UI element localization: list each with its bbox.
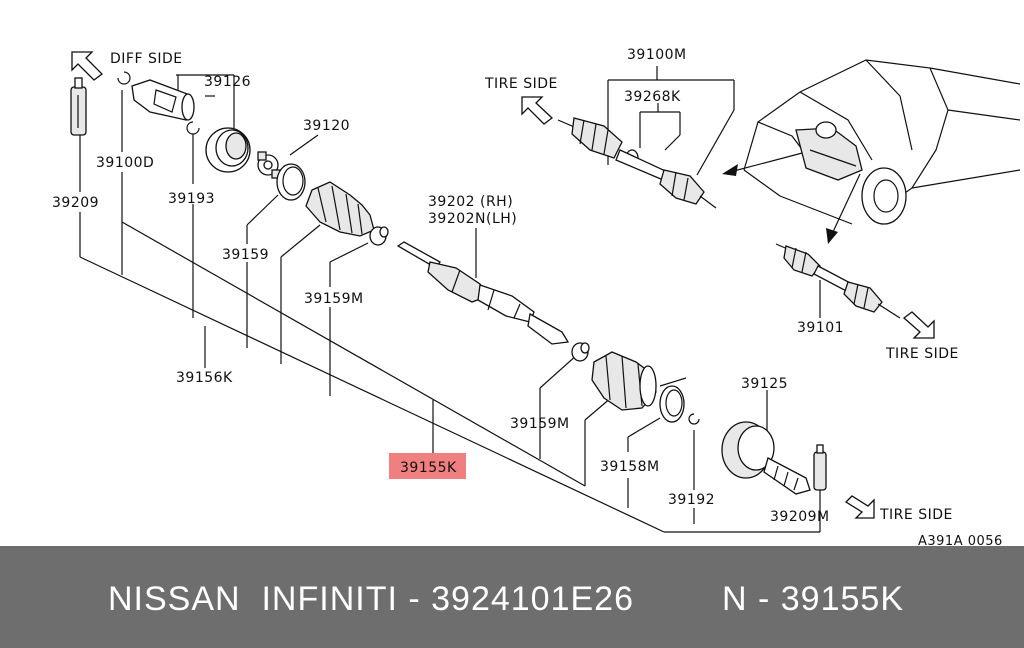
label-diff-side: DIFF SIDE	[110, 51, 183, 67]
parts-diagram: DIFF SIDE TIRE SIDE TIRE SIDE TIRE SIDE …	[52, 47, 1021, 546]
clamp-39159m-left	[369, 226, 389, 246]
drive-shaft-assembly-39101	[775, 243, 901, 319]
labels: DIFF SIDE TIRE SIDE TIRE SIDE TIRE SIDE …	[52, 47, 1003, 546]
label-39159: 39159	[222, 247, 269, 263]
bearing-ring	[205, 127, 251, 173]
label-39202n: 39202N(LH)	[428, 211, 517, 227]
drive-shaft-39202	[396, 241, 570, 345]
outer-joint-39125	[721, 421, 811, 495]
tire-side-right-arrow	[902, 311, 935, 339]
clamp-39159m-right	[571, 342, 590, 362]
label-39202: 39202 (RH)	[428, 194, 513, 210]
label-39101: 39101	[797, 320, 844, 336]
label-39209: 39209	[52, 195, 99, 211]
footer-banner: NISSAN INFINITI - 3924101E26 N - 39155K	[0, 546, 1024, 648]
label-39159m-left: 39159M	[304, 291, 364, 307]
label-39158m: 39158M	[600, 459, 660, 475]
spider-39120	[257, 151, 281, 179]
pointer-arrow-down	[826, 173, 861, 244]
tire-side-bottom-arrow	[844, 495, 875, 519]
label-tire-side-top: TIRE SIDE	[484, 76, 558, 92]
drive-shaft-assembly-39100m	[557, 117, 717, 209]
boot-inner	[305, 181, 375, 237]
label-39120: 39120	[303, 118, 350, 134]
band-39158m	[659, 377, 687, 423]
label-39125: 39125	[741, 376, 788, 392]
label-39209m: 39209M	[770, 509, 830, 525]
label-tire-side-bottom: TIRE SIDE	[879, 507, 953, 523]
label-39155k: 39155K	[400, 460, 457, 476]
grease-tube-39209	[70, 77, 87, 136]
label-39193: 39193	[168, 191, 215, 207]
label-39268k: 39268K	[624, 89, 681, 105]
boot-outer	[591, 351, 657, 411]
tire-side-top-arrow	[521, 96, 554, 125]
tripod-housing-39126	[131, 79, 195, 121]
footer-part-number: NISSAN INFINITI - 3924101E26	[108, 580, 634, 618]
label-39100m: 39100M	[627, 47, 687, 63]
grease-tube-39209m	[813, 444, 827, 491]
circlip-39193	[186, 121, 200, 135]
pointer-arrow-top	[722, 151, 807, 176]
label-39192: 39192	[668, 492, 715, 508]
snap-ring-39100d	[117, 71, 131, 85]
footer-cross-reference: N - 39155K	[722, 580, 904, 618]
car-sketch	[743, 59, 1021, 225]
band-39159	[276, 163, 306, 201]
label-39126: 39126	[204, 74, 251, 90]
circlip-39192	[688, 413, 700, 425]
label-tire-side-right: TIRE SIDE	[885, 346, 959, 362]
diff-side-arrow	[71, 51, 103, 81]
highlight-box	[389, 453, 466, 479]
label-39159m-right: 39159M	[510, 416, 570, 432]
label-39100d: 39100D	[96, 155, 154, 171]
diagram-code: A391A 0056	[918, 534, 1003, 546]
label-39156k: 39156K	[176, 370, 233, 386]
